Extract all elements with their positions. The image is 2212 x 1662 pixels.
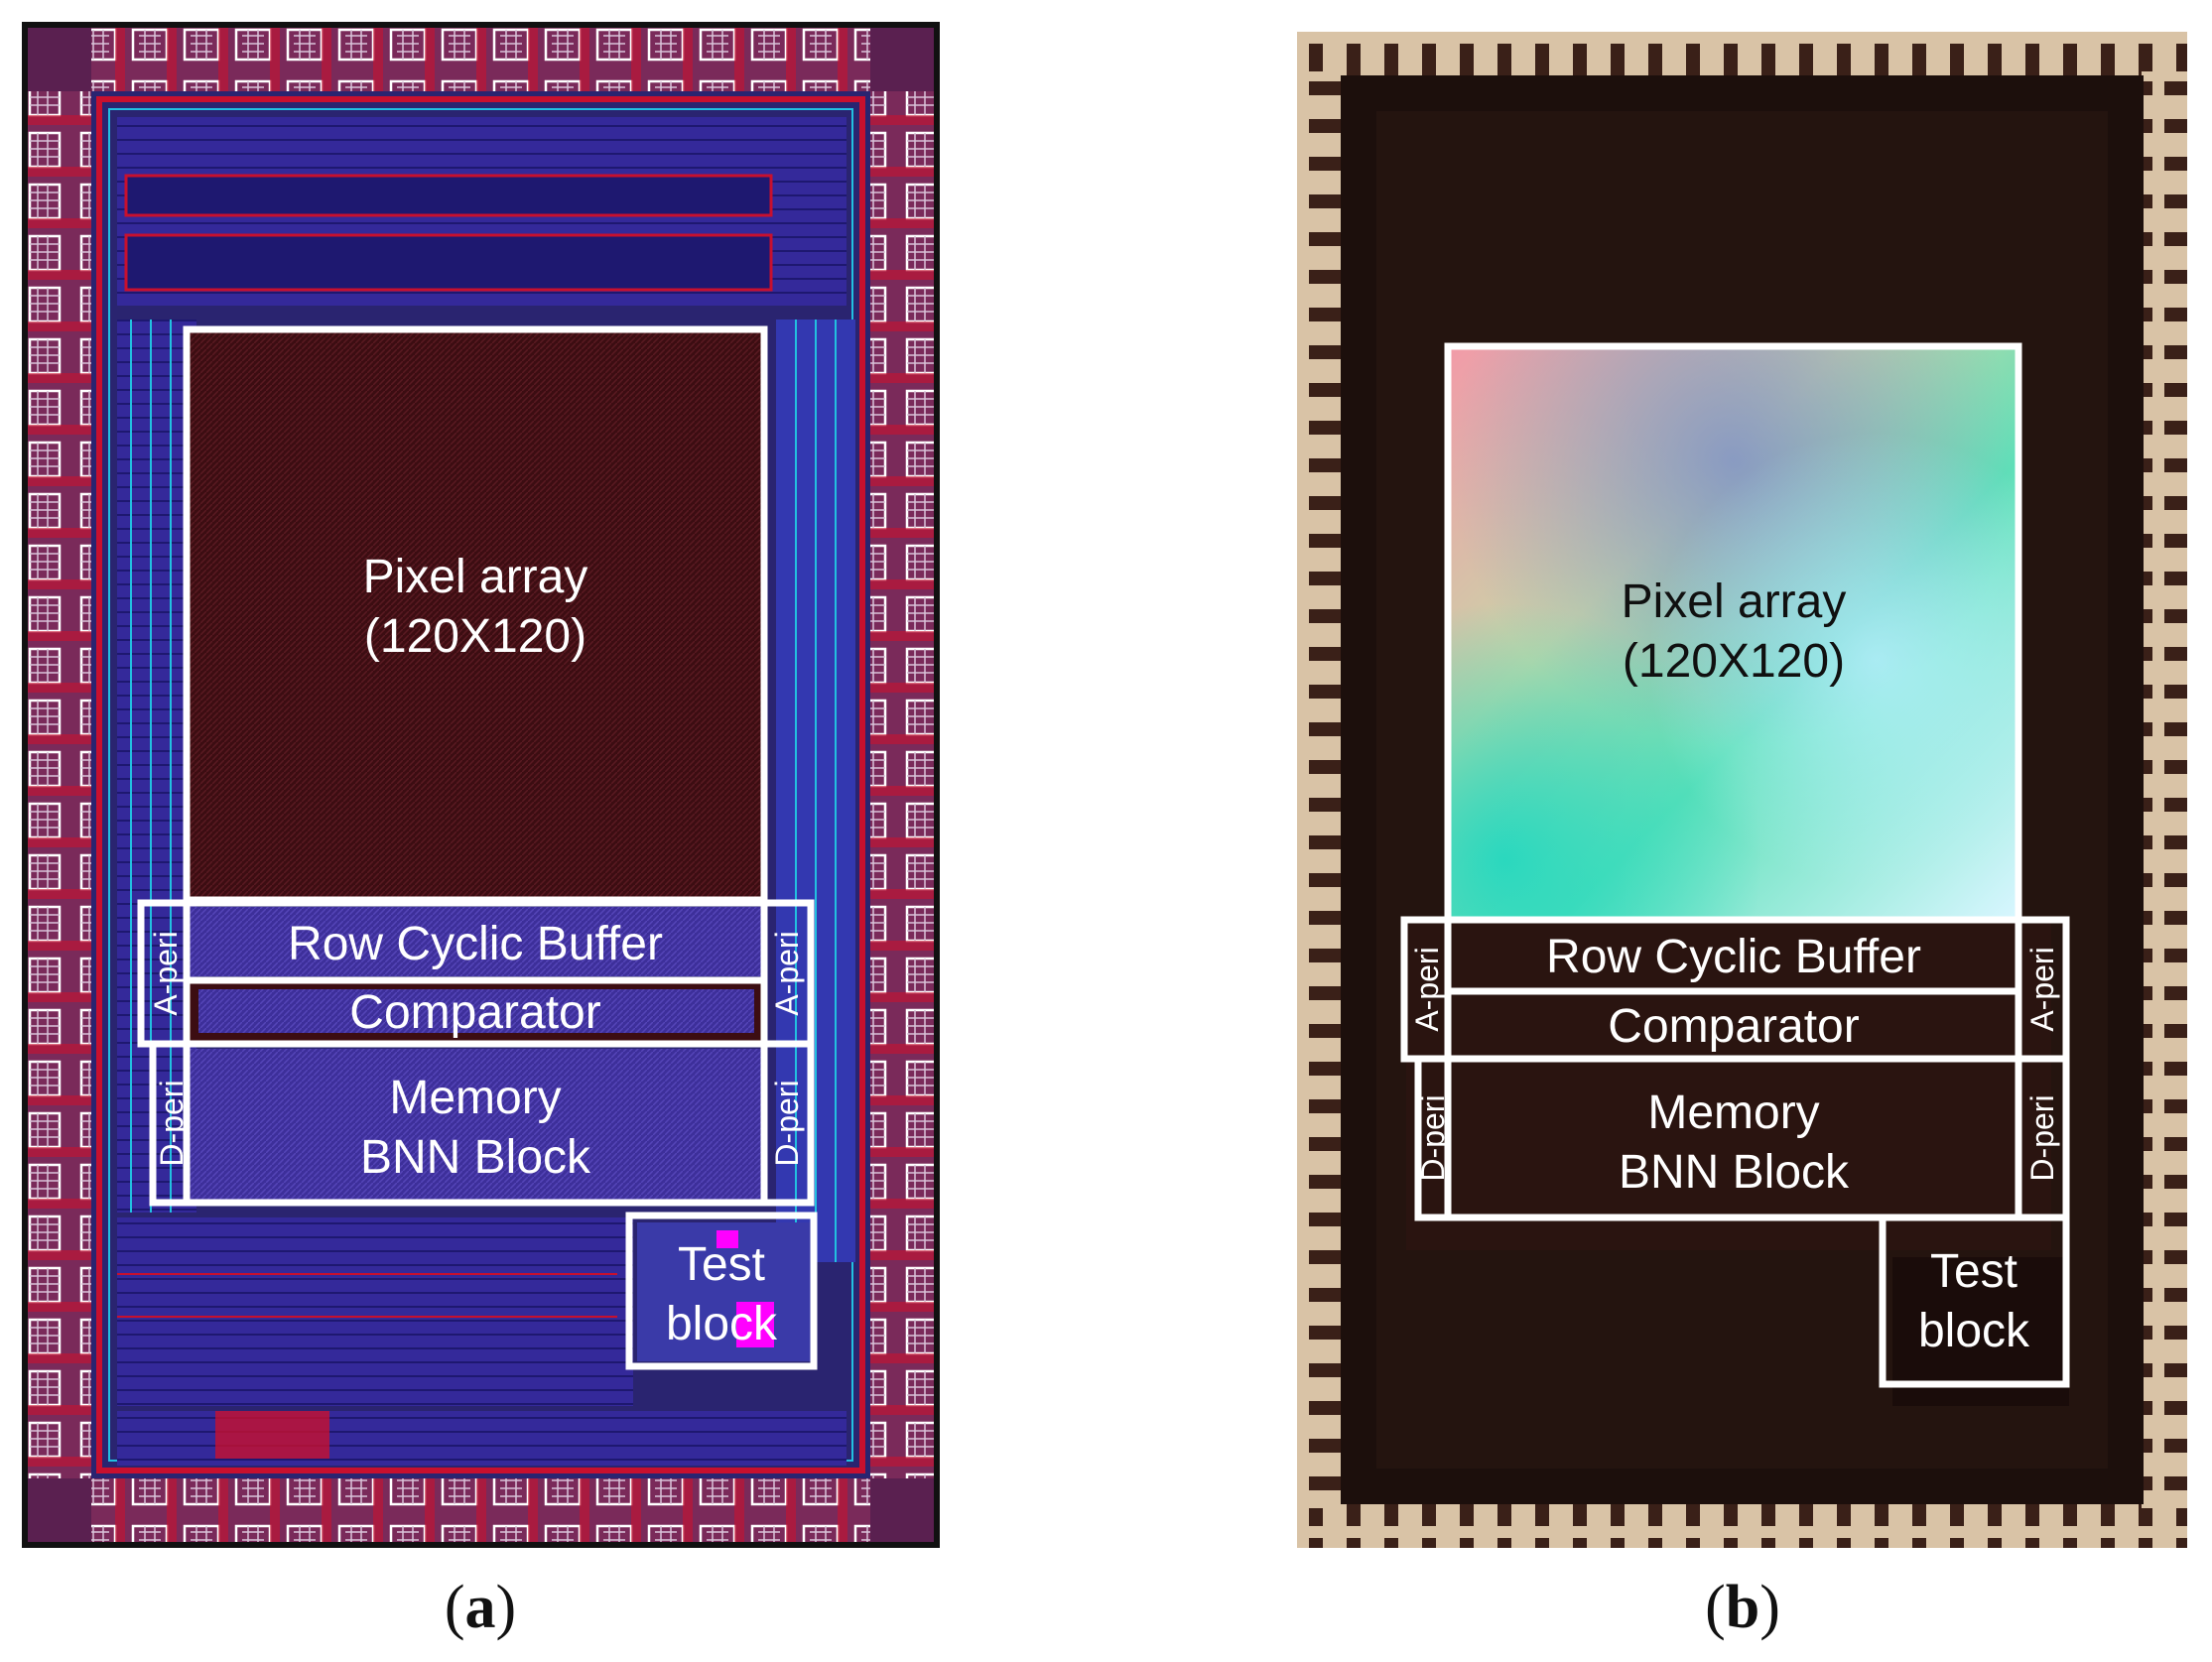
row-cyclic-buffer-block	[187, 907, 764, 976]
bottom-bond-pads	[1297, 1502, 2187, 1548]
a-peri-left-label: A-peri	[1409, 947, 1445, 1031]
bottom-pad-row	[28, 1478, 934, 1542]
pixel-array-block	[187, 329, 764, 900]
memory-label: Memory	[389, 1072, 561, 1124]
a-peri-right-label: A-peri	[2024, 947, 2060, 1031]
layout-diagram: Pixel array (120X120) Row Cyclic Buffer …	[22, 22, 940, 1548]
block-label: block	[666, 1298, 778, 1350]
bnn-block-label: BNN Block	[360, 1131, 591, 1184]
pixel-array-label: Pixel array	[363, 551, 588, 603]
caption-a: (a)	[445, 1574, 516, 1641]
right-routing-lines	[795, 320, 837, 1262]
right-bond-pads	[2142, 71, 2187, 1508]
d-peri-right-label: D-peri	[769, 1080, 805, 1166]
corner-cell	[28, 28, 91, 91]
block-label: block	[1918, 1305, 2030, 1357]
comparator-inner	[198, 989, 754, 1033]
digital-outline	[1414, 1055, 2070, 1221]
bnn-block-label: BNN Block	[1619, 1146, 1850, 1199]
digital-outline	[149, 1040, 815, 1207]
test-block-outline	[625, 1212, 818, 1370]
top-bond-pads	[1297, 32, 2187, 77]
die-photo-panel-b: Pixel array (120X120) Row Cyclic Buffer …	[1297, 32, 2187, 1548]
top-bus-bar	[124, 233, 773, 292]
pixel-array-label: Pixel array	[1622, 575, 1847, 628]
power-ring	[96, 96, 865, 1473]
top-pad-row	[28, 28, 934, 91]
d-peri-left-label: D-peri	[1415, 1094, 1451, 1181]
top-bus-bar	[124, 174, 773, 217]
memory-label: Memory	[1647, 1087, 1819, 1139]
periphery-photo	[1406, 923, 2051, 1250]
bottom-cell-array	[215, 1411, 329, 1459]
left-bond-pads	[1297, 71, 1343, 1508]
pixel-array-tint	[1448, 346, 2018, 917]
test-label: Test	[1930, 1245, 2017, 1298]
corner-cell	[870, 28, 934, 91]
bottom-bus-region	[117, 1217, 633, 1406]
d-peri-left-label: D-peri	[154, 1080, 190, 1166]
comparator-label: Comparator	[1608, 1000, 1859, 1053]
comparator-label: Comparator	[349, 986, 600, 1039]
corner-cell	[870, 1478, 934, 1542]
row-cyclic-buffer-label: Row Cyclic Buffer	[1546, 931, 1921, 983]
corner-cell	[28, 1478, 91, 1542]
pixel-array-size-label: (120X120)	[1623, 635, 1845, 688]
caption-b: (b)	[1705, 1574, 1780, 1641]
captions: (a) (b)	[445, 1574, 1780, 1641]
layout-panel-a: Pixel array (120X120) Row Cyclic Buffer …	[22, 22, 940, 1548]
memory-block	[187, 1049, 764, 1203]
row-cyclic-buffer-label: Row Cyclic Buffer	[288, 918, 663, 970]
d-peri-right-label: D-peri	[2024, 1094, 2060, 1181]
right-pad-column	[870, 91, 934, 1478]
test-label: Test	[678, 1238, 765, 1291]
a-peri-left-label: A-peri	[148, 931, 184, 1015]
test-block-marker	[736, 1302, 774, 1347]
left-pad-column	[28, 91, 91, 1478]
die-photo: Pixel array (120X120) Row Cyclic Buffer …	[1297, 32, 2187, 1548]
test-block-outline	[1879, 1214, 2070, 1388]
a-peri-right-label: A-peri	[769, 931, 805, 1015]
test-block-marker	[716, 1230, 738, 1248]
bottom-bus-lines	[117, 1273, 617, 1318]
pixel-array-size-label: (120X120)	[364, 610, 586, 663]
